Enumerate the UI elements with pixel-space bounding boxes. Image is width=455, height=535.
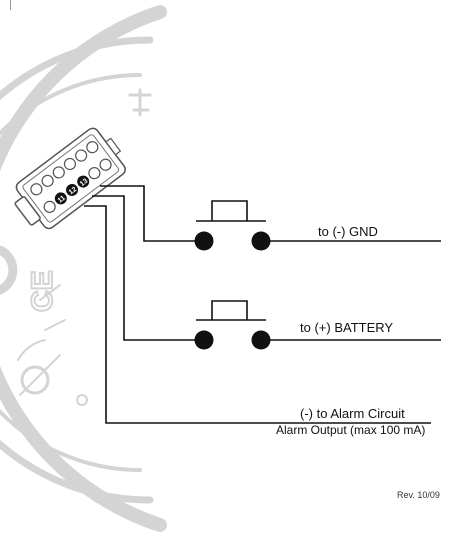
alarm-output-label: Alarm Output (max 100 mA) [276,423,426,437]
pin-12 [66,183,79,196]
alarm-circuit-label: (-) to Alarm Circuit [300,406,405,421]
gnd-label: to (-) GND [318,224,378,239]
pushbutton-switch-gnd [194,200,271,251]
wire-battery [92,195,200,341]
battery-label: to (+) BATTERY [300,320,394,335]
wire-gnd [100,185,200,242]
pushbutton-switch-battery [194,300,271,350]
pin-11-label: 11 [57,195,67,205]
connector-active-pins: 13 12 11 [54,175,90,205]
connector-latch [14,196,41,226]
pin-13 [77,175,90,188]
connector-tab-right [105,137,122,156]
connector-pin-row-top [30,141,99,196]
connector-plug: 13 12 11 [14,127,126,230]
pin-11 [54,192,67,205]
pin-12-label: 12 [68,186,79,196]
svg-text:CE: CE [26,270,59,312]
background-housing-watermark: CE [0,5,167,532]
connector-inner-frame [22,134,120,223]
wires [84,185,441,424]
connector-pin-row-bottom [43,158,112,213]
revision-label: Rev. 10/09 [397,490,440,500]
pin-13-label: 13 [79,178,90,188]
corner-tick-mark [10,0,11,10]
wire-alarm [84,205,431,424]
